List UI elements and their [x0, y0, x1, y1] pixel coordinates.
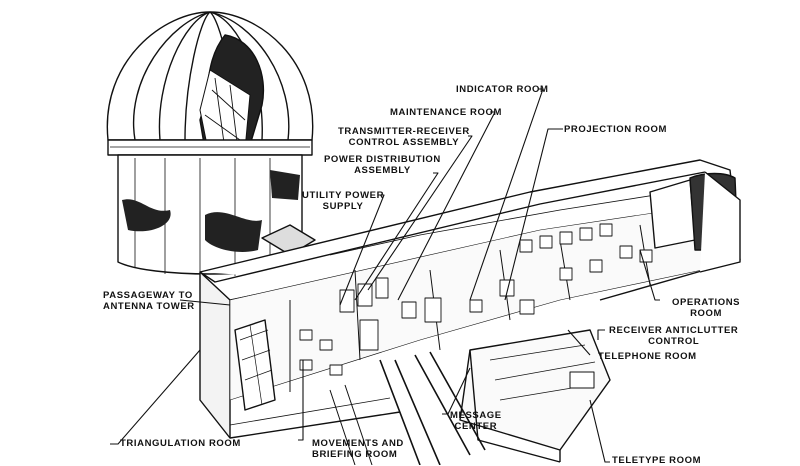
label-operations-room: OPERATIONS ROOM: [672, 297, 741, 319]
label-movements-and-briefing-room: MOVEMENTS AND BRIEFING ROOM: [312, 438, 404, 460]
projection-screen: [649, 179, 696, 249]
label-power-distribution-assembly: POWER DISTRIBUTION ASSEMBLY: [324, 154, 441, 176]
label-projection-room: PROJECTION ROOM: [564, 124, 667, 135]
label-utility-power-supply: UTILITY POWER SUPPLY: [302, 190, 385, 212]
label-triangulation-room: TRIANGULATION ROOM: [120, 438, 241, 449]
label-passageway-to-antenna-tower: PASSAGEWAY TO ANTENNA TOWER: [103, 290, 195, 312]
label-teletype-room: TELETYPE ROOM: [612, 455, 702, 466]
plotting-board: [234, 319, 276, 411]
label-telephone-room: TELEPHONE ROOM: [598, 351, 697, 362]
label-receiver-anticlutter-control: RECEIVER ANTICLUTTER CONTROL: [609, 325, 739, 347]
callout-leaders: [110, 88, 660, 463]
label-transmitter-receiver-control-assembly: TRANSMITTER-RECEIVER CONTROL ASSEMBLY: [338, 126, 470, 148]
label-maintenance-room: MAINTENANCE ROOM: [390, 107, 502, 118]
antenna-tower: [106, 11, 314, 276]
label-indicator-room: INDICATOR ROOM: [456, 84, 549, 95]
label-message-center: MESSAGE CENTER: [450, 410, 502, 432]
operations-building: [199, 159, 741, 465]
